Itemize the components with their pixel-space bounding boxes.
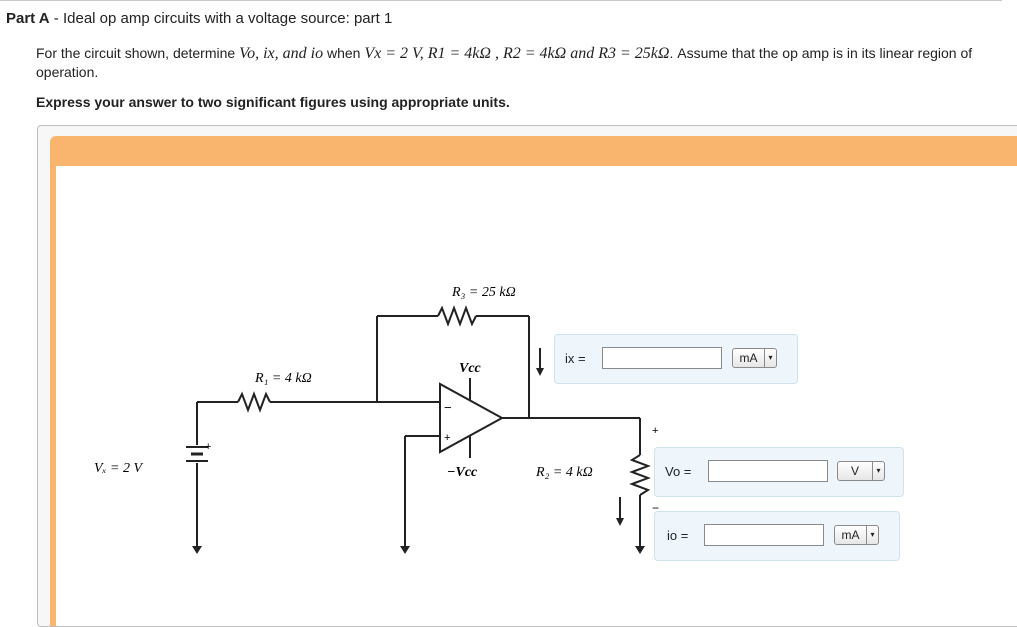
vo-label: Vo =	[665, 464, 692, 479]
vx-label: Vₓ = 2 V	[94, 461, 143, 476]
neg-vcc-label: −Vcc	[447, 465, 478, 480]
chevron-down-icon: ▾	[866, 526, 878, 544]
r1-label: R₁ = 4 kΩ	[254, 371, 312, 386]
top-divider	[0, 0, 1002, 1]
unknowns: Vo, ix, and io	[239, 45, 324, 62]
r3-label: R₃ = 25 kΩ	[451, 285, 516, 300]
vcc-label: Vcc	[459, 361, 482, 376]
ix-input[interactable]	[602, 347, 722, 369]
vo-unit-select[interactable]: V ▾	[837, 461, 885, 481]
ix-answer-box: ix = mA ▾	[554, 334, 798, 384]
ix-unit-select[interactable]: mA ▾	[732, 348, 777, 368]
answer-instruction: Express your answer to two significant f…	[36, 94, 510, 110]
ix-label: ix =	[565, 351, 586, 366]
io-unit-label: mA	[841, 528, 860, 542]
vo-input[interactable]	[708, 460, 828, 482]
problem-statement: For the circuit shown, determine Vo, ix,…	[36, 45, 973, 80]
answer-toolbar	[50, 136, 1017, 166]
vo-unit-label: V	[850, 464, 859, 478]
part-label: Part A	[6, 10, 50, 27]
vo-plus-sign: +	[652, 425, 658, 437]
given-values: Vx = 2 V, R1 = 4kΩ , R2 = 4kΩ and R3 = 2…	[364, 45, 670, 62]
r2-label: R₂ = 4 kΩ	[535, 465, 593, 480]
part-title: Part A - Ideal op amp circuits with a vo…	[6, 10, 393, 27]
io-label: io =	[667, 528, 689, 543]
vo-minus-sign: −	[652, 501, 659, 515]
vo-answer-box: Vo = V ▾	[654, 447, 904, 497]
ix-unit-label: mA	[739, 351, 758, 365]
chevron-down-icon: ▾	[872, 462, 884, 480]
chevron-down-icon: ▾	[764, 349, 776, 367]
source-plus-sign: +	[205, 441, 211, 453]
inverting-input-sign: −	[444, 400, 452, 415]
noninverting-input-sign: +	[444, 432, 450, 444]
part-title-text: Ideal op amp circuits with a voltage sou…	[62, 10, 393, 27]
io-input[interactable]	[704, 524, 824, 546]
io-unit-select[interactable]: mA ▾	[834, 525, 879, 545]
io-answer-box: io = mA ▾	[654, 511, 900, 561]
